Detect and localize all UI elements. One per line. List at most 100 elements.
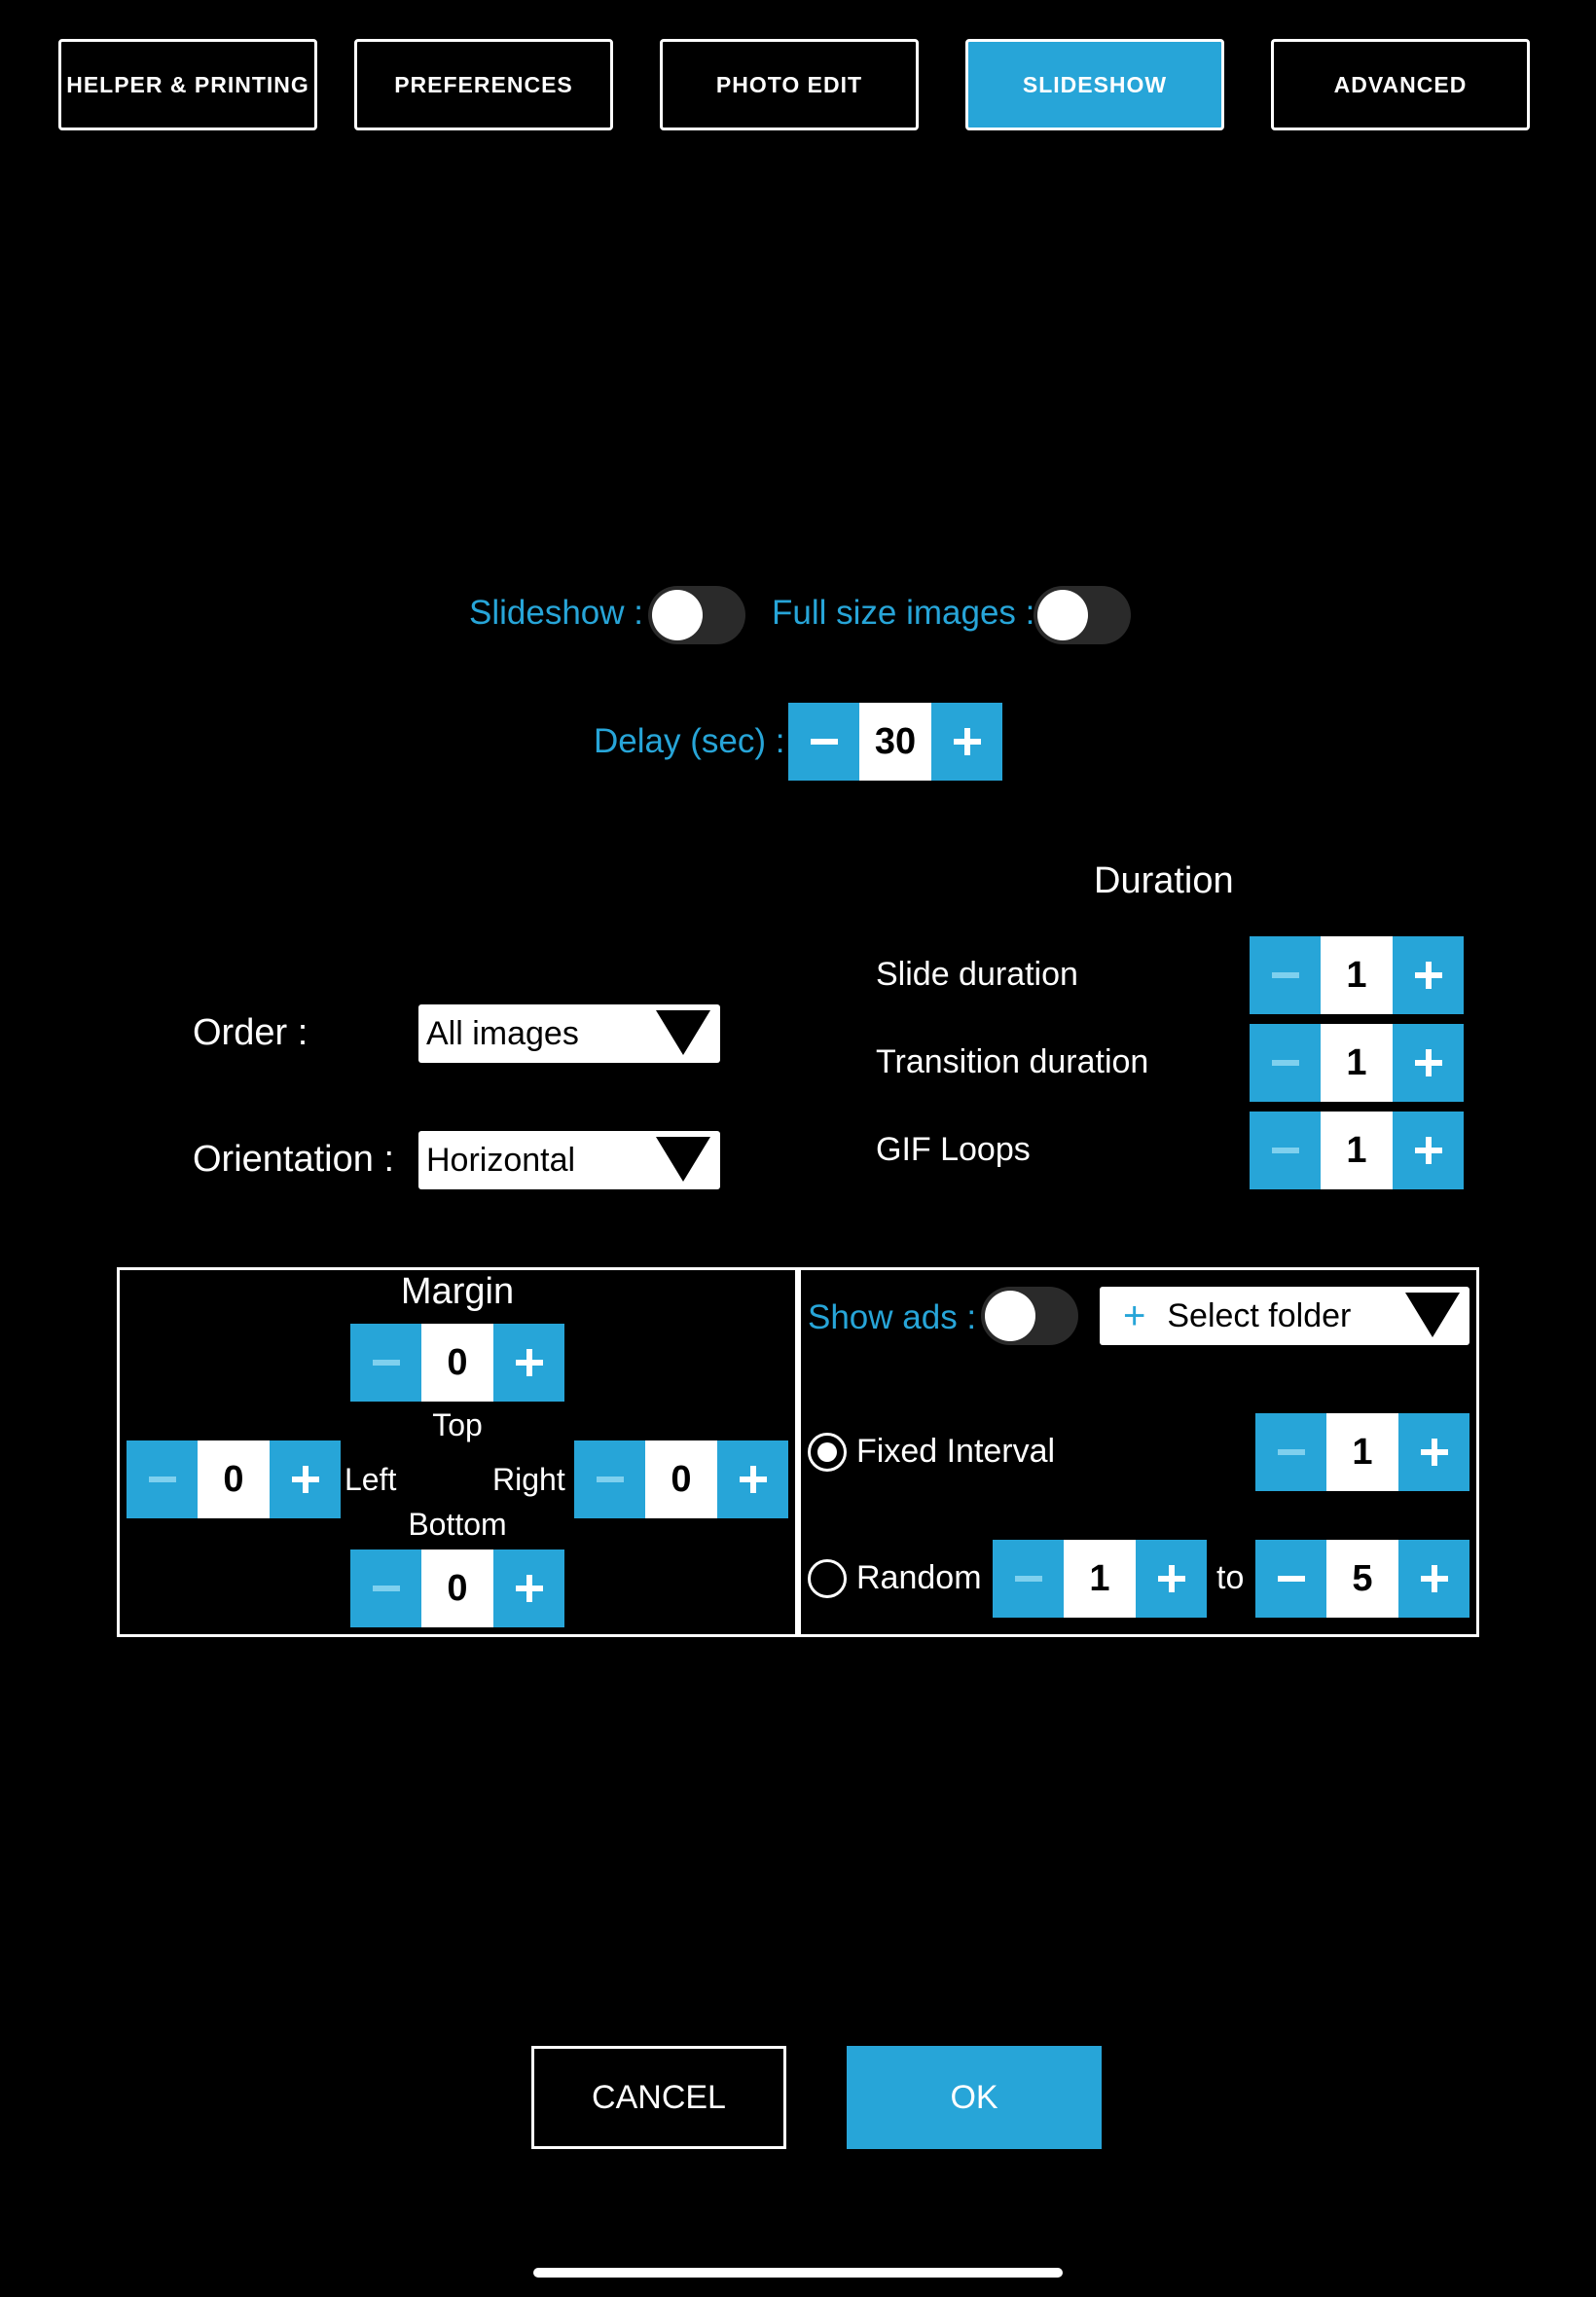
tab-photo-edit[interactable]: PHOTO EDIT <box>660 39 919 130</box>
minus-icon <box>1277 1449 1305 1455</box>
minus-icon <box>810 739 838 745</box>
toggle-knob <box>652 590 703 640</box>
transition-duration-decrement-button[interactable] <box>1250 1024 1321 1102</box>
margin-bottom-stepper: 0 <box>350 1550 564 1627</box>
margin-right-stepper: 0 <box>574 1440 788 1518</box>
margin-right-value[interactable]: 0 <box>645 1440 717 1518</box>
random-to-decrement-button[interactable] <box>1255 1540 1326 1618</box>
tab-advanced[interactable]: ADVANCED <box>1271 39 1530 130</box>
minus-icon <box>1271 1148 1299 1153</box>
order-label: Order : <box>193 1012 308 1053</box>
random-from-stepper: 1 <box>993 1540 1207 1618</box>
minus-icon <box>596 1477 624 1482</box>
margin-left-decrement-button[interactable] <box>127 1440 198 1518</box>
minus-icon <box>372 1360 400 1366</box>
fixed-interval-increment-button[interactable] <box>1398 1413 1469 1491</box>
margin-top-decrement-button[interactable] <box>350 1324 421 1402</box>
fixed-interval-radio[interactable] <box>808 1433 847 1472</box>
margin-bottom-increment-button[interactable] <box>493 1550 564 1627</box>
dropdown-arrow-icon <box>656 1137 710 1182</box>
transition-duration-stepper: 1 <box>1250 1024 1464 1102</box>
margin-bottom-label: Bottom <box>408 1507 507 1542</box>
minus-icon <box>1271 972 1299 978</box>
random-from-value[interactable]: 1 <box>1064 1540 1136 1618</box>
folder-plus-icon: + <box>1123 1294 1146 1337</box>
dropdown-arrow-icon <box>1405 1293 1460 1337</box>
slideshow-label: Slideshow : <box>469 594 643 632</box>
select-folder-label: Select folder <box>1167 1296 1352 1334</box>
minus-icon <box>1014 1576 1042 1582</box>
transition-duration-value[interactable]: 1 <box>1321 1024 1393 1102</box>
margin-bottom-decrement-button[interactable] <box>350 1550 421 1627</box>
margin-top-stepper: 0 <box>350 1324 564 1402</box>
margin-right-label: Right <box>492 1462 565 1497</box>
tab-helper-printing[interactable]: HELPER & PRINTING <box>58 39 317 130</box>
gif-loops-label: GIF Loops <box>876 1131 1031 1168</box>
delay-decrement-button[interactable] <box>788 703 859 781</box>
margin-left-label: Left <box>345 1462 397 1497</box>
duration-title: Duration <box>1094 860 1234 901</box>
gif-loops-decrement-button[interactable] <box>1250 1112 1321 1189</box>
tab-preferences[interactable]: PREFERENCES <box>354 39 613 130</box>
fixed-interval-label: Fixed Interval <box>856 1433 1056 1470</box>
margin-top-label: Top <box>432 1407 483 1442</box>
delay-label: Delay (sec) : <box>594 722 785 760</box>
slide-duration-decrement-button[interactable] <box>1250 936 1321 1014</box>
toggle-knob <box>985 1291 1035 1341</box>
minus-icon <box>1271 1060 1299 1066</box>
delay-increment-button[interactable] <box>931 703 1002 781</box>
random-from-increment-button[interactable] <box>1136 1540 1207 1618</box>
show-ads-toggle[interactable] <box>981 1287 1078 1345</box>
random-to-increment-button[interactable] <box>1398 1540 1469 1618</box>
fixed-interval-stepper: 1 <box>1255 1413 1469 1491</box>
random-radio[interactable] <box>808 1559 847 1598</box>
slide-duration-label: Slide duration <box>876 956 1078 993</box>
fixed-interval-decrement-button[interactable] <box>1255 1413 1326 1491</box>
delay-stepper: 30 <box>788 703 1002 781</box>
slideshow-toggle[interactable] <box>648 586 745 644</box>
select-folder-dropdown[interactable]: + Select folder <box>1100 1287 1469 1345</box>
orientation-label: Orientation : <box>193 1139 394 1180</box>
margin-right-increment-button[interactable] <box>717 1440 788 1518</box>
margin-bottom-value[interactable]: 0 <box>421 1550 493 1627</box>
margin-left-stepper: 0 <box>127 1440 341 1518</box>
slide-duration-increment-button[interactable] <box>1393 936 1464 1014</box>
ads-panel <box>798 1267 1479 1637</box>
fixed-interval-value[interactable]: 1 <box>1326 1413 1398 1491</box>
transition-duration-label: Transition duration <box>876 1043 1149 1080</box>
slide-duration-stepper: 1 <box>1250 936 1464 1014</box>
random-from-decrement-button[interactable] <box>993 1540 1064 1618</box>
minus-icon <box>1277 1576 1305 1582</box>
minus-icon <box>148 1477 176 1482</box>
margin-top-value[interactable]: 0 <box>421 1324 493 1402</box>
ok-button[interactable]: OK <box>847 2046 1102 2149</box>
margin-right-decrement-button[interactable] <box>574 1440 645 1518</box>
show-ads-label: Show ads : <box>808 1298 977 1336</box>
orientation-value: Horizontal <box>426 1141 576 1179</box>
toggle-knob <box>1037 590 1088 640</box>
margin-top-increment-button[interactable] <box>493 1324 564 1402</box>
delay-value[interactable]: 30 <box>859 703 931 781</box>
random-label: Random <box>856 1559 982 1596</box>
margin-left-value[interactable]: 0 <box>198 1440 270 1518</box>
gif-loops-stepper: 1 <box>1250 1112 1464 1189</box>
margin-panel <box>117 1267 798 1637</box>
order-value: All images <box>426 1014 579 1052</box>
gif-loops-value[interactable]: 1 <box>1321 1112 1393 1189</box>
slide-duration-value[interactable]: 1 <box>1321 936 1393 1014</box>
random-to-stepper: 5 <box>1255 1540 1469 1618</box>
tab-slideshow[interactable]: SLIDESHOW <box>965 39 1224 130</box>
gif-loops-increment-button[interactable] <box>1393 1112 1464 1189</box>
margin-left-increment-button[interactable] <box>270 1440 341 1518</box>
transition-duration-increment-button[interactable] <box>1393 1024 1464 1102</box>
home-indicator[interactable] <box>533 2268 1063 2278</box>
minus-icon <box>372 1586 400 1591</box>
to-label: to <box>1216 1559 1245 1596</box>
full-size-images-label: Full size images : <box>772 594 1035 632</box>
cancel-button[interactable]: CANCEL <box>531 2046 786 2149</box>
margin-title: Margin <box>400 1271 515 1312</box>
full-size-images-toggle[interactable] <box>1034 586 1131 644</box>
order-dropdown[interactable]: All images <box>418 1004 720 1063</box>
orientation-dropdown[interactable]: Horizontal <box>418 1131 720 1189</box>
random-to-value[interactable]: 5 <box>1326 1540 1398 1618</box>
